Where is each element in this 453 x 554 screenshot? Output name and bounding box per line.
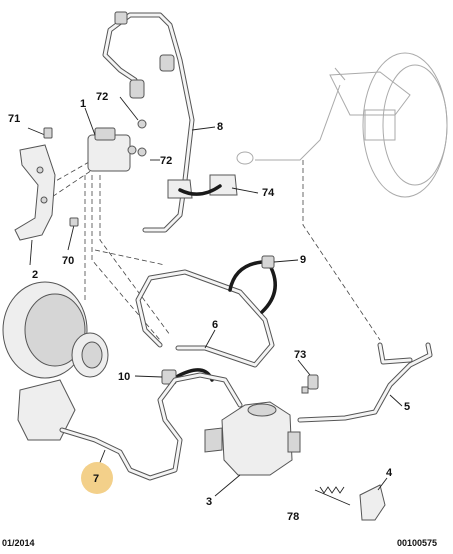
label-1: 1 bbox=[80, 98, 86, 110]
label-72-b: 72 bbox=[160, 155, 172, 167]
label-71: 71 bbox=[8, 113, 20, 125]
label-2: 2 bbox=[32, 269, 38, 281]
solenoid-valve-1 bbox=[87, 127, 137, 172]
nut-72-b bbox=[137, 147, 147, 157]
label-5: 5 bbox=[404, 401, 410, 413]
label-8: 8 bbox=[217, 121, 223, 133]
turbocharger bbox=[2, 281, 109, 441]
label-78: 78 bbox=[287, 511, 299, 523]
label-7: 7 bbox=[93, 473, 99, 485]
bracket-4 bbox=[359, 484, 386, 521]
vacuum-reservoir-3 bbox=[204, 401, 301, 476]
vacuum-pipe-5 bbox=[297, 342, 433, 423]
label-72-a: 72 bbox=[96, 91, 108, 103]
label-10: 10 bbox=[118, 371, 130, 383]
label-9: 9 bbox=[300, 254, 306, 266]
vacuum-pipe-7 bbox=[59, 372, 243, 481]
label-6: 6 bbox=[212, 319, 218, 331]
spring-bolt-78 bbox=[314, 486, 351, 506]
clips-74 bbox=[167, 174, 238, 199]
bolt-71 bbox=[27, 127, 53, 139]
vacuum-pipe-6 bbox=[135, 269, 275, 368]
label-3: 3 bbox=[206, 496, 212, 508]
bracket-2 bbox=[14, 144, 56, 241]
part-labels: 1 2 3 4 5 6 7 8 9 10 70 71 72 72 73 74 7… bbox=[8, 91, 410, 523]
label-73: 73 bbox=[294, 349, 306, 361]
label-74: 74 bbox=[262, 187, 275, 199]
vacuum-pipe-8 bbox=[102, 11, 195, 233]
brake-booster bbox=[236, 52, 448, 198]
highlight-marker-7 bbox=[81, 462, 113, 494]
nut-72-a bbox=[137, 119, 147, 129]
bolt-73 bbox=[301, 374, 319, 394]
footer-reference: 00100575 bbox=[397, 538, 437, 548]
label-70: 70 bbox=[62, 255, 74, 267]
leader-lines bbox=[29, 96, 403, 497]
bolt-70 bbox=[67, 217, 79, 251]
label-4: 4 bbox=[386, 467, 393, 479]
footer-date: 01/2014 bbox=[2, 538, 35, 548]
